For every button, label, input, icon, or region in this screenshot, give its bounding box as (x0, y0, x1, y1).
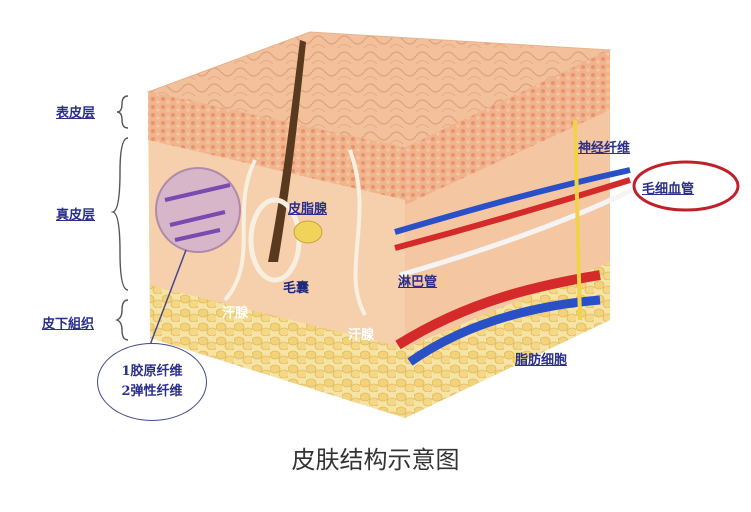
front-fat-layer (150, 285, 405, 418)
fiber-callout: 1胶原纤维 2弹性纤维 (97, 343, 207, 421)
label-sweat-gland-2: 汗腺 (348, 328, 375, 343)
subcutaneous-brace (115, 299, 129, 341)
figure-caption: 皮肤结构示意图 (291, 446, 460, 474)
hair-shaft (268, 40, 306, 262)
label-subcutaneous: 皮下組织 (42, 317, 95, 332)
nerve-fiber-line (573, 119, 582, 321)
label-epidermis: 表皮层 (56, 106, 96, 121)
artery-vessel (394, 177, 631, 251)
fiber-zoom-circle (155, 167, 241, 253)
epidermis-band (148, 92, 405, 200)
fiber-strands (164, 183, 231, 242)
label-sebaceous-gland: 皮脂腺 (288, 202, 328, 217)
label-dermis: 真皮层 (56, 208, 96, 223)
vein-vessel (394, 167, 631, 235)
sweat-gland-duct-2 (348, 149, 367, 316)
label-hair-follicle: 毛囊 (283, 281, 310, 296)
label-elastic-fiber: 2弹性纤维 (121, 384, 183, 399)
label-nerve-fiber: 神经纤维 (578, 141, 631, 156)
skin-block-illustration (110, 31, 740, 418)
lymph-vessel (399, 187, 634, 278)
capillary-highlight-ring (632, 160, 740, 212)
label-lymph-vessel: 淋巴管 (398, 275, 438, 290)
label-sweat-gland-1: 汗腺 (222, 306, 249, 321)
label-fat-cell: 脂肪细胞 (515, 353, 568, 368)
sebaceous-gland-shape (293, 220, 323, 244)
right-epidermis-band (405, 50, 610, 205)
epidermis-brace (116, 95, 129, 129)
dermis-brace (110, 137, 129, 291)
sweat-gland-duct-1 (223, 159, 257, 302)
callout-pointer (149, 249, 187, 346)
label-capillary: 毛细血管 (642, 182, 695, 197)
label-collagen-fiber: 1胶原纤维 (121, 364, 183, 379)
